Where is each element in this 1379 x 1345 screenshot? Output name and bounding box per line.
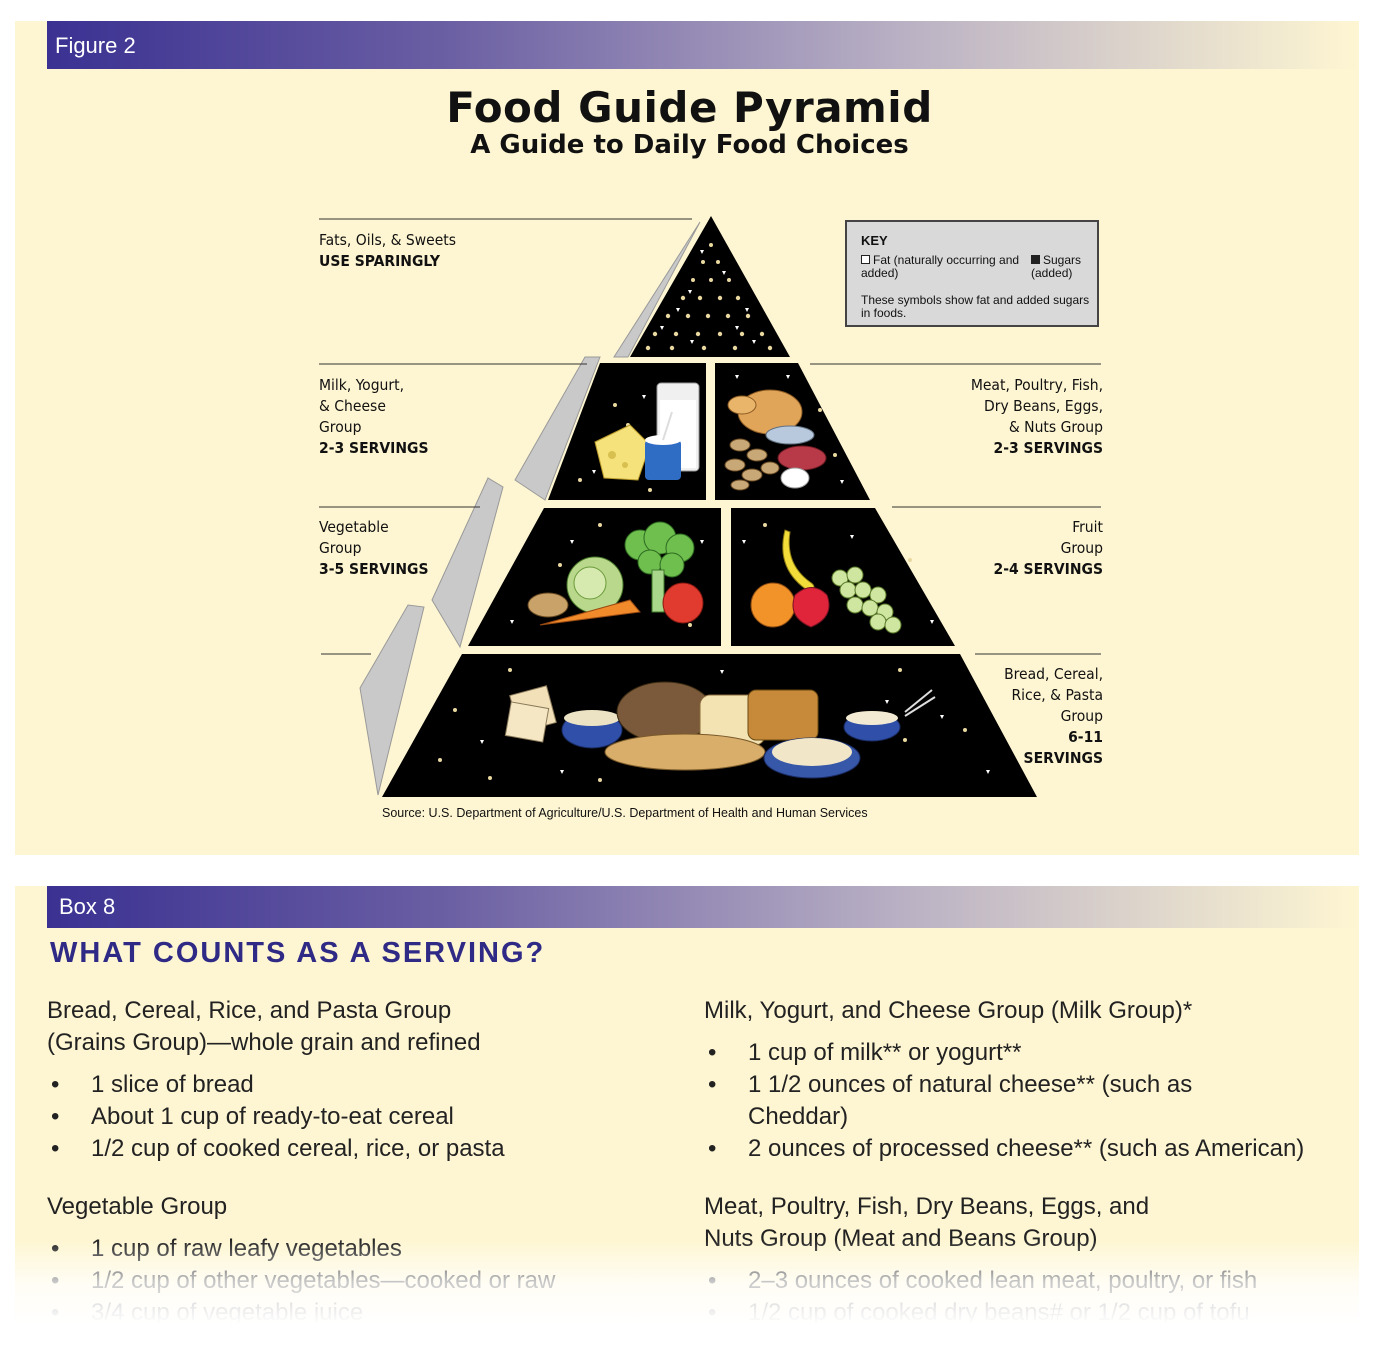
milk-section: Milk, Yogurt, and Cheese Group (Milk Gro… (704, 995, 1344, 1165)
label-fats-name: Fats, Oils, & Sweets (319, 231, 457, 249)
label-fruit-servings: 2-4 SERVINGS (993, 560, 1104, 578)
list-item: 1 cup of raw leafy vegetables (47, 1233, 667, 1265)
list-item: 1/2 cup of cooked dry beans# or 1/2 cup … (704, 1297, 1344, 1329)
label-meat-name-1: Meat, Poultry, Fish, (970, 376, 1103, 394)
grains-section: Bread, Cereal, Rice, and Pasta Group (Gr… (47, 995, 667, 1165)
box-title: WHAT COUNTS AS A SERVING? (50, 937, 546, 969)
key-sugar-label: Sugars (added) (1031, 253, 1082, 280)
sugar-symbol-icon (1031, 255, 1040, 264)
bread-group-foods-image (504, 681, 936, 779)
label-fats-servings: USE SPARINGLY (319, 252, 440, 270)
vegetable-group-foods-image (527, 521, 704, 626)
vegetable-list: 1 cup of raw leafy vegetables 1/2 cup of… (47, 1233, 667, 1329)
right-column: Milk, Yogurt, and Cheese Group (Milk Gro… (704, 995, 1344, 1329)
label-bread-servings-1: 6-11 (1068, 728, 1103, 746)
pyramid-tier-fats (630, 216, 790, 357)
label-vegetable-servings: 3-5 SERVINGS (319, 560, 429, 578)
milk-group-foods-image (594, 382, 700, 481)
label-bread: Bread, Cereal, Rice, & Pasta Group 6-11 … (953, 664, 1103, 769)
figure-title: Food Guide Pyramid (446, 83, 933, 132)
figure-label: Figure 2 (55, 33, 136, 58)
label-milk-servings: 2-3 SERVINGS (319, 439, 429, 457)
grains-heading-2: (Grains Group)—whole grain and refined (47, 1029, 481, 1056)
label-fruit-name-1: Fruit (1072, 518, 1103, 536)
list-item: 1 1/2 ounces of natural cheese** (such a… (704, 1069, 1248, 1133)
vegetable-section: Vegetable Group 1 cup of raw leafy veget… (47, 1191, 667, 1329)
meat-heading-2: Nuts Group (Meat and Beans Group) (704, 1225, 1098, 1252)
label-bread-servings-2: SERVINGS (1023, 749, 1103, 767)
label-milk-name-1: Milk, Yogurt, (319, 376, 405, 394)
milk-list: 1 cup of milk** or yogurt** 1 1/2 ounces… (704, 1037, 1344, 1165)
meat-heading-1: Meat, Poultry, Fish, Dry Beans, Eggs, an… (704, 1193, 1150, 1220)
key-fat: Fat (naturally occurring and added) (861, 254, 1021, 280)
list-item: 1/2 cup of cooked cereal, rice, or pasta (47, 1133, 667, 1165)
label-bread-name-2: Rice, & Pasta (1011, 686, 1103, 704)
food-pyramid (319, 216, 1101, 797)
list-item: 3/4 cup of vegetable juice (47, 1297, 667, 1329)
label-fats: Fats, Oils, & Sweets USE SPARINGLY (319, 230, 456, 272)
list-item: 2–3 ounces of cooked lean meat, poultry,… (704, 1265, 1344, 1297)
figure-source: Source: U.S. Department of Agriculture/U… (382, 806, 868, 820)
milk-heading: Milk, Yogurt, and Cheese Group (Milk Gro… (704, 997, 1193, 1024)
figure-subtitle: A Guide to Daily Food Choices (470, 130, 909, 160)
label-milk-name-3: Group (319, 418, 362, 436)
label-fruit-name-2: Group (1060, 539, 1103, 557)
box-label: Box 8 (59, 894, 116, 919)
fat-sugar-symbols (645, 243, 773, 351)
label-vegetable-name-1: Vegetable (319, 518, 389, 536)
label-vegetable: Vegetable Group 3-5 SERVINGS (319, 517, 429, 580)
label-milk: Milk, Yogurt, & Cheese Group 2-3 SERVING… (319, 375, 429, 459)
fruit-group-foods-image (750, 529, 902, 634)
label-meat-name-2: Dry Beans, Eggs, (983, 397, 1103, 415)
key-fat-label: Fat (naturally occurring and added) (861, 253, 1020, 280)
list-item: About 1 cup of ready-to-eat cereal (47, 1101, 667, 1133)
list-item: 1/2 cup of other vegetables—cooked or ra… (47, 1265, 667, 1297)
list-item: 1 cup of milk** or yogurt** (704, 1037, 1344, 1069)
key-note: These symbols show fat and added sugars … (861, 293, 1090, 320)
label-meat-name-3: & Nuts Group (1008, 418, 1103, 436)
box-header-bar: Box 8 (47, 886, 1359, 928)
grains-list: 1 slice of bread About 1 cup of ready-to… (47, 1069, 667, 1165)
label-vegetable-name-2: Group (319, 539, 362, 557)
meat-list: 2–3 ounces of cooked lean meat, poultry,… (704, 1265, 1344, 1329)
meat-group-foods-image (724, 389, 827, 491)
pyramid-key: KEY Fat (naturally occurring and added) … (845, 220, 1099, 327)
key-sugar: Sugars (added) (1031, 254, 1097, 280)
label-milk-name-2: & Cheese (319, 397, 386, 415)
grains-heading-1: Bread, Cereal, Rice, and Pasta Group (47, 997, 452, 1024)
fat-symbol-icon (861, 255, 870, 264)
key-title: KEY (861, 233, 888, 248)
label-meat: Meat, Poultry, Fish, Dry Beans, Eggs, & … (903, 375, 1103, 459)
pyramid-side-faces (359, 221, 701, 796)
label-bread-name-1: Bread, Cereal, (1004, 665, 1103, 683)
figure-header-bar: Figure 2 (47, 21, 1359, 69)
list-item: 2 ounces of processed cheese** (such as … (704, 1133, 1344, 1165)
label-bread-name-3: Group (1060, 707, 1103, 725)
vegetable-heading: Vegetable Group (47, 1193, 228, 1220)
meat-section: Meat, Poultry, Fish, Dry Beans, Eggs, an… (704, 1191, 1344, 1329)
label-fruit: Fruit Group 2-4 SERVINGS (953, 517, 1104, 580)
left-column: Bread, Cereal, Rice, and Pasta Group (Gr… (47, 995, 667, 1329)
label-meat-servings: 2-3 SERVINGS (993, 439, 1104, 457)
list-item: 1 slice of bread (47, 1069, 667, 1101)
